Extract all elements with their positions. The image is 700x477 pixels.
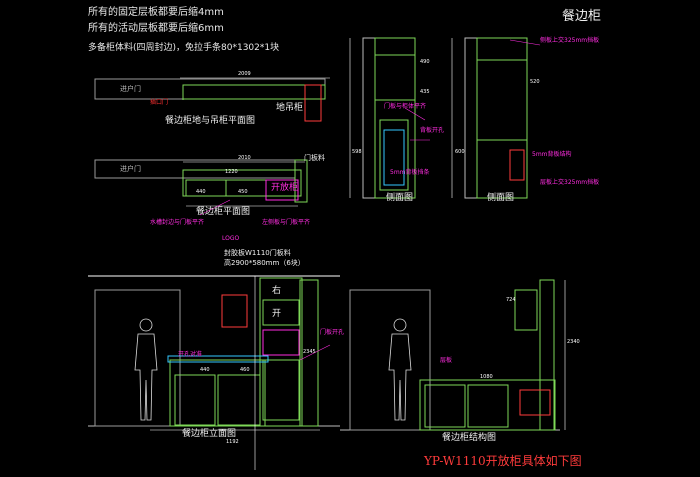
dim-height-2340: 2340 bbox=[567, 339, 580, 345]
dim-depth: 1220 bbox=[225, 169, 238, 175]
plan-top-view bbox=[94, 77, 330, 122]
plan-top-view-title: 餐边柜地与吊柜平面图 bbox=[165, 116, 256, 126]
open-cabinet-label: 开放柜 bbox=[271, 183, 299, 193]
leader-lines bbox=[199, 39, 541, 361]
side-view-right-title: 侧面图 bbox=[487, 193, 515, 203]
annotation-a5: 开孔对准 bbox=[178, 351, 203, 358]
annotation-a11: 层板 bbox=[440, 357, 453, 364]
annotation-a1: 水槽封边与门板平齐 bbox=[150, 219, 205, 226]
dim-struct-1080: 1080 bbox=[480, 374, 493, 380]
person-figure-right bbox=[388, 318, 412, 421]
dim-elev-440: 440 bbox=[200, 367, 210, 373]
right-label: 右 bbox=[272, 286, 282, 296]
drawing-title: 餐边柜 bbox=[562, 9, 602, 24]
note-materials: 多备柜体料(四周封边)，免拉手条80*1302*1块 bbox=[88, 43, 280, 53]
dim-height-598: 598 bbox=[352, 149, 362, 155]
plan-view bbox=[94, 159, 308, 207]
dim-side-600: 600 bbox=[455, 149, 465, 155]
annotation-a9: 层板上交325mm挡板 bbox=[540, 179, 600, 186]
entry-door-label-1: 进户门 bbox=[120, 85, 141, 93]
side-view-left bbox=[349, 37, 416, 199]
dim-elev-460: 460 bbox=[240, 367, 250, 373]
logo-label: LOGO bbox=[222, 235, 240, 242]
dim-width-450: 450 bbox=[238, 189, 248, 195]
dim-width-440: 440 bbox=[196, 189, 206, 195]
seal-board-label: 封胶板W1110门板料 bbox=[224, 249, 291, 257]
dim-elev-1192: 1192 bbox=[226, 439, 239, 445]
dim-plan-total: 2010 bbox=[238, 155, 251, 161]
structure-view-title: 餐边柜结构图 bbox=[442, 433, 497, 443]
note-fixed-shelf: 所有的固定层板都要后缩4mm bbox=[88, 7, 224, 18]
annotation-a12: 插口门 bbox=[150, 99, 169, 106]
dim-plan-top-total: 2009 bbox=[238, 71, 251, 77]
entry-door-label-2: 进户门 bbox=[120, 165, 141, 173]
plan-view-title: 餐边柜平面图 bbox=[196, 207, 251, 217]
dim-side-490: 490 bbox=[420, 59, 430, 65]
drawing-caption: YP-W1110开放柜具体如下图 bbox=[424, 454, 582, 468]
side-view-left-title: 侧面图 bbox=[386, 193, 414, 203]
dim-struct-724: 724 bbox=[506, 297, 516, 303]
door-panel-label: 门板料 bbox=[304, 154, 325, 162]
open-label: 开 bbox=[272, 309, 282, 319]
seal-size-label: 高2900*580mm（6块） bbox=[224, 259, 305, 267]
structure-view bbox=[340, 279, 566, 431]
note-movable-shelf: 所有的活动层板都要后缩6mm bbox=[88, 23, 224, 34]
side-view-right bbox=[451, 37, 528, 199]
elevation-view bbox=[88, 275, 340, 470]
elevation-view-title: 餐边柜立面图 bbox=[182, 429, 237, 439]
annotation-a4: 门板与柜体平齐 bbox=[384, 103, 427, 110]
dim-side-520: 520 bbox=[530, 79, 540, 85]
annotation-a10: 门板开孔 bbox=[320, 329, 345, 336]
annotation-a6: 5mm背板挡条 bbox=[390, 169, 430, 176]
annotation-a3: 背板开孔 bbox=[420, 127, 445, 134]
dim-side-435: 435 bbox=[420, 89, 430, 95]
annotation-a2: 左侧板与门板平齐 bbox=[262, 219, 311, 226]
dim-height-2345: 2345 bbox=[303, 349, 316, 355]
annotation-a8: 侧板上交325mm挡板 bbox=[540, 37, 600, 44]
annotation-a7: 5mm背板结构 bbox=[532, 151, 572, 158]
person-figure-left bbox=[134, 318, 158, 421]
wall-cabinet-label: 地吊柜 bbox=[276, 103, 304, 113]
